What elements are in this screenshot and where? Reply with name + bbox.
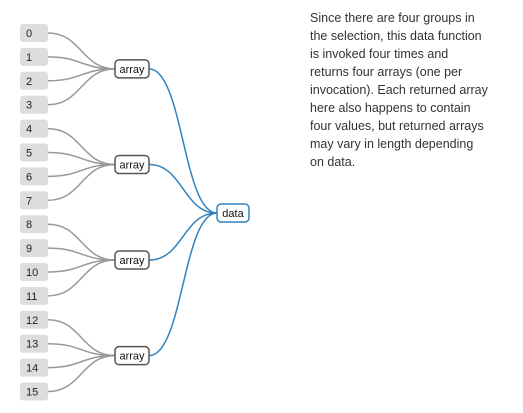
- data-node: data: [216, 203, 250, 223]
- index-node-box: [20, 167, 48, 186]
- array-node: array: [114, 345, 150, 366]
- index-node: 5: [20, 143, 48, 162]
- index-node: 1: [20, 47, 48, 66]
- array-to-data-link: [148, 163, 218, 214]
- index-node-box: [20, 334, 48, 353]
- caption-line: invocation). Each returned array: [310, 83, 488, 97]
- index-node: 8: [20, 215, 48, 234]
- index-node-box: [20, 47, 48, 66]
- index-node-box: [20, 382, 48, 401]
- index-node-box: [20, 239, 48, 258]
- array-to-data-link: [148, 68, 218, 214]
- index-node: 3: [20, 95, 48, 114]
- index-node-label: 8: [26, 219, 32, 231]
- index-to-array-link: [47, 319, 116, 357]
- index-node: 9: [20, 239, 48, 258]
- index-node-label: 14: [26, 363, 38, 375]
- index-node-box: [20, 358, 48, 377]
- caption-line: here also happens to contain: [310, 101, 471, 115]
- index-to-array-link: [47, 127, 116, 166]
- index-node: 7: [20, 191, 48, 210]
- index-to-array-link: [47, 223, 116, 261]
- index-node-label: 4: [26, 124, 32, 136]
- data-join-diagram: 0123456789101112131415arrayarrayarrayarr…: [20, 24, 250, 401]
- index-node: 15: [20, 382, 48, 401]
- index-node-box: [20, 215, 48, 234]
- caption-line: returns four arrays (one per: [310, 65, 463, 79]
- data-node-box: [216, 203, 250, 223]
- array-node-label: array: [119, 64, 145, 76]
- index-node-label: 7: [26, 195, 32, 207]
- index-node: 4: [20, 119, 48, 138]
- index-node-label: 15: [26, 387, 38, 399]
- index-node-box: [20, 310, 48, 329]
- array-node-box: [114, 250, 150, 270]
- data-node-label: data: [222, 208, 244, 220]
- array-node-label: array: [119, 351, 145, 363]
- index-to-array-link: [47, 32, 116, 70]
- caption-line: is invoked four times and: [310, 47, 449, 61]
- links-layer: [47, 32, 218, 393]
- index-node-label: 2: [26, 76, 32, 88]
- index-to-array-link: [47, 163, 116, 202]
- array-node-box: [114, 154, 150, 175]
- array-node: array: [114, 59, 150, 79]
- index-node-label: 11: [26, 291, 37, 303]
- caption-line: the selection, this data function: [310, 29, 482, 43]
- index-node-label: 13: [26, 339, 38, 351]
- index-node-box: [20, 24, 48, 42]
- index-to-array-link: [47, 259, 116, 297]
- index-node: 12: [20, 310, 48, 329]
- index-node-label: 3: [26, 100, 32, 112]
- index-node-label: 10: [26, 267, 38, 279]
- caption-line: may vary in length depending: [310, 137, 474, 151]
- array-node: array: [114, 250, 150, 270]
- array-node-box: [114, 59, 150, 79]
- array-to-data-link: [148, 212, 218, 357]
- index-node-label: 5: [26, 148, 32, 160]
- caption-line: Since there are four groups in: [310, 11, 475, 25]
- index-node: 10: [20, 263, 48, 281]
- array-node-box: [114, 345, 150, 366]
- index-node-box: [20, 71, 48, 90]
- index-node-box: [20, 95, 48, 114]
- index-node: 2: [20, 71, 48, 90]
- index-node: 6: [20, 167, 48, 186]
- index-node: 14: [20, 358, 48, 377]
- index-node: 11: [20, 286, 48, 305]
- index-node-label: 6: [26, 171, 32, 183]
- index-node-label: 12: [26, 315, 38, 327]
- nodes-layer: 0123456789101112131415arrayarrayarrayarr…: [20, 24, 250, 401]
- array-node-label: array: [119, 255, 145, 267]
- index-to-array-link: [47, 354, 116, 393]
- array-to-data-link: [148, 212, 218, 261]
- array-node-label: array: [119, 159, 145, 171]
- caption-line: on data.: [310, 155, 356, 169]
- index-node: 0: [20, 24, 48, 42]
- caption-text: Since there are four groups in the selec…: [310, 9, 510, 171]
- index-to-array-link: [47, 68, 116, 106]
- index-node-box: [20, 143, 48, 162]
- index-node-label: 9: [26, 243, 32, 255]
- caption-line: four values, but returned arrays: [310, 119, 484, 133]
- index-node-box: [20, 119, 48, 138]
- index-node-label: 0: [26, 28, 32, 40]
- index-node-label: 1: [26, 52, 32, 64]
- array-node: array: [114, 154, 150, 175]
- index-node-box: [20, 263, 48, 281]
- index-node-box: [20, 191, 48, 210]
- index-node-box: [20, 286, 48, 305]
- index-node: 13: [20, 334, 48, 353]
